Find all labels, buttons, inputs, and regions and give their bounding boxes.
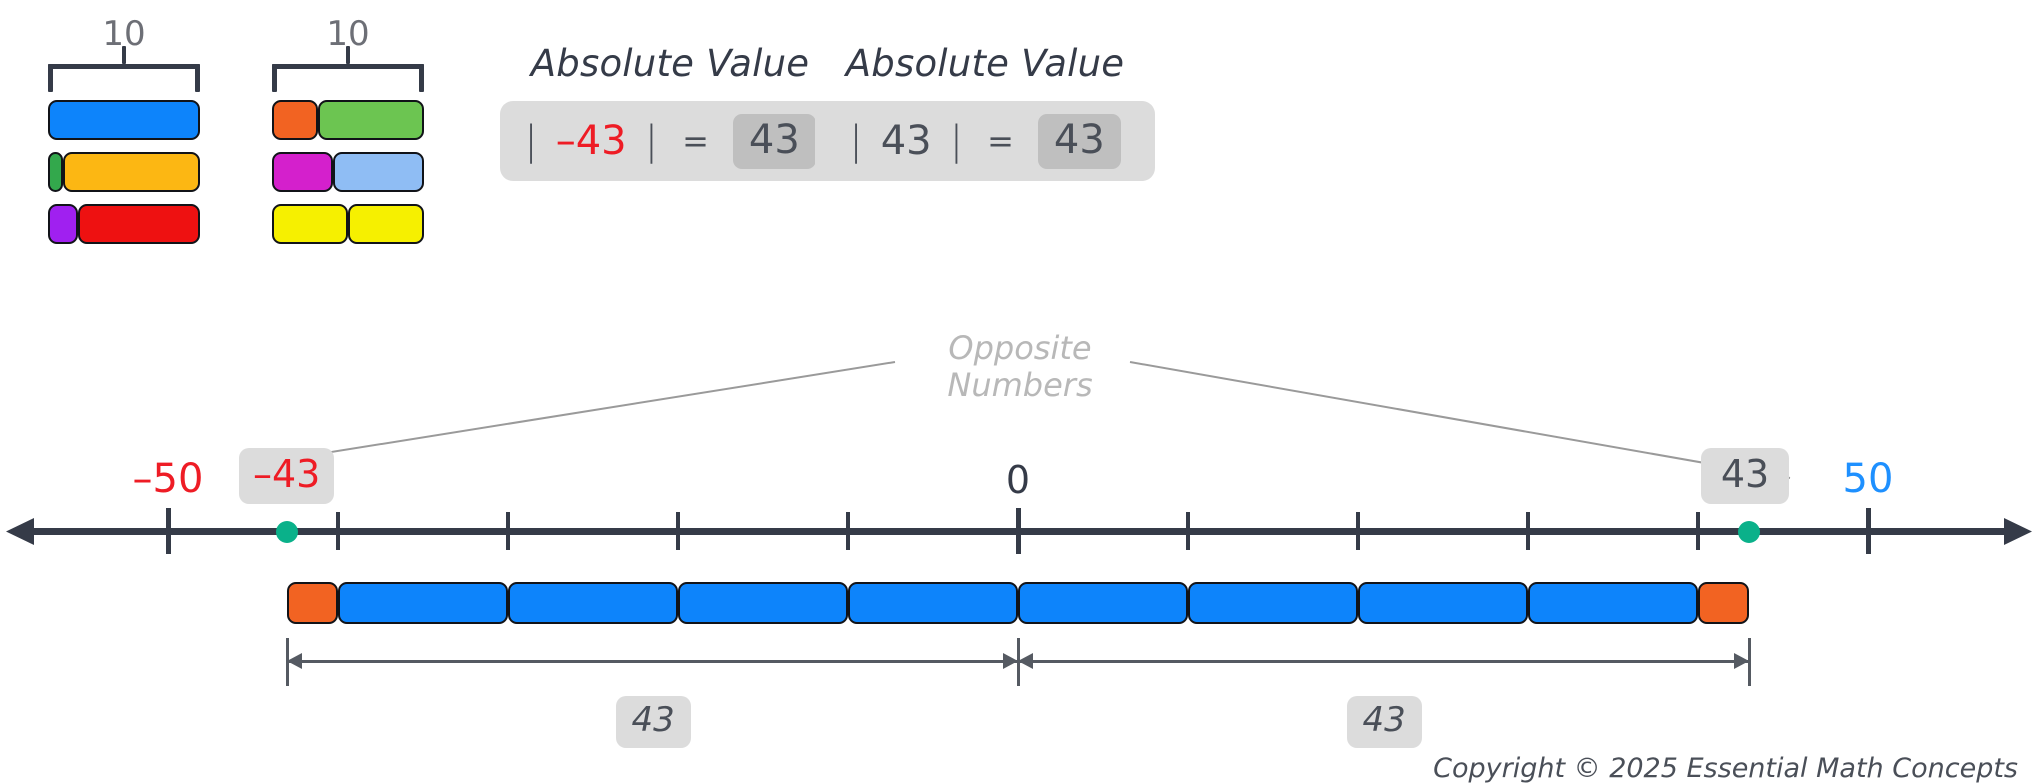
equals-sign: = bbox=[987, 122, 1014, 160]
absolute-value-card-positive: Absolute Value | 43 | = 43 bbox=[815, 42, 1155, 181]
number-line-min-label: –50 bbox=[132, 456, 204, 502]
bar-model-row bbox=[48, 152, 200, 192]
bar-model-row bbox=[48, 204, 200, 244]
brace-left-cap bbox=[272, 64, 277, 92]
absolute-value-operand: 43 bbox=[880, 118, 932, 164]
dimension-end-stem bbox=[1748, 638, 1751, 686]
bar-model-left: 10 bbox=[48, 14, 200, 244]
absolute-value-card-negative: Absolute Value | –43 | = 43 bbox=[500, 42, 840, 181]
brace-top bbox=[272, 64, 424, 69]
brace-stem bbox=[122, 46, 126, 64]
bar-model-right-brace bbox=[272, 46, 424, 92]
number-line-zero-label: 0 bbox=[1005, 458, 1031, 502]
bar-segment bbox=[272, 100, 318, 140]
brace-top bbox=[48, 64, 200, 69]
dimension-line bbox=[287, 660, 1018, 663]
dimension-arrow-right bbox=[1734, 653, 1749, 669]
absolute-value-left-bar: | bbox=[849, 118, 863, 164]
dimension-line bbox=[1018, 660, 1749, 663]
number-line-tick bbox=[1356, 512, 1360, 550]
bar-segment bbox=[78, 204, 200, 244]
absolute-value-title: Absolute Value bbox=[845, 42, 1125, 85]
bar-model-row bbox=[272, 152, 424, 192]
number-line-point-dot[interactable] bbox=[1738, 521, 1760, 543]
bar-segment bbox=[63, 152, 200, 192]
absolute-value-result: 43 bbox=[1037, 113, 1121, 169]
absolute-value-operand: –43 bbox=[555, 118, 627, 164]
number-line-tick bbox=[1696, 512, 1700, 550]
unit-strip-block bbox=[1698, 582, 1749, 624]
absolute-value-left-bar: | bbox=[524, 118, 538, 164]
bar-segment bbox=[348, 204, 424, 244]
unit-strip-block bbox=[1018, 582, 1188, 624]
absolute-value-expression: | 43 | = 43 bbox=[815, 101, 1155, 181]
bar-segment bbox=[272, 152, 333, 192]
number-line-tick bbox=[1526, 512, 1530, 550]
bar-segment bbox=[317, 100, 424, 140]
unit-strip-block bbox=[1358, 582, 1528, 624]
bar-segment bbox=[48, 152, 64, 192]
copyright-text: Copyright © 2025 Essential Math Concepts bbox=[1433, 753, 2018, 784]
footer: Copyright © 2025 Essential Math Concepts bbox=[0, 734, 2040, 784]
absolute-value-result: 43 bbox=[732, 113, 816, 169]
dimension-arrow-left bbox=[1018, 653, 1033, 669]
bar-model-left-brace bbox=[48, 46, 200, 92]
brace-stem bbox=[346, 46, 350, 64]
number-line-point-chip: –43 bbox=[239, 448, 335, 504]
number-line-tick bbox=[336, 512, 340, 550]
bar-model-row bbox=[48, 100, 200, 140]
absolute-value-right-bar: | bbox=[644, 118, 659, 164]
bar-segment bbox=[48, 100, 200, 140]
bar-segment bbox=[332, 152, 424, 192]
bar-model-row bbox=[272, 204, 424, 244]
number-line-point-chip: 43 bbox=[1701, 448, 1789, 504]
dimension-label: 43 bbox=[1346, 696, 1422, 748]
unit-strip-block bbox=[848, 582, 1018, 624]
bar-model-right: 10 bbox=[272, 14, 424, 244]
brace-right-cap bbox=[195, 64, 200, 92]
number-line-tick bbox=[166, 508, 171, 554]
absolute-value-right-bar: | bbox=[949, 118, 964, 164]
unit-strip-block bbox=[508, 582, 678, 624]
bar-segment bbox=[272, 204, 348, 244]
dimension-label: 43 bbox=[615, 696, 691, 748]
unit-strip-block bbox=[1188, 582, 1358, 624]
number-line-tick bbox=[506, 512, 510, 550]
equals-sign: = bbox=[682, 122, 709, 160]
number-line-point-dot[interactable] bbox=[276, 521, 298, 543]
number-line-tick bbox=[1186, 512, 1190, 550]
number-line-tick bbox=[1866, 508, 1871, 554]
unit-strip-block bbox=[678, 582, 848, 624]
opposite-numbers-label: Opposite Numbers bbox=[947, 329, 1093, 404]
absolute-value-title: Absolute Value bbox=[530, 42, 810, 85]
number-line-tick bbox=[846, 512, 850, 550]
dimension-arrow-left bbox=[287, 653, 302, 669]
unit-strip-block bbox=[338, 582, 508, 624]
number-line-max-label: 50 bbox=[1842, 456, 1894, 502]
brace-right-cap bbox=[419, 64, 424, 92]
unit-strip-block bbox=[287, 582, 338, 624]
brace-left-cap bbox=[48, 64, 53, 92]
unit-strip-block bbox=[1528, 582, 1698, 624]
bar-model-row bbox=[272, 100, 424, 140]
absolute-value-expression: | –43 | = 43 bbox=[500, 101, 840, 181]
dimension-arrow-right bbox=[1003, 653, 1018, 669]
number-line-tick bbox=[1016, 508, 1021, 554]
bar-segment bbox=[48, 204, 79, 244]
number-line-tick bbox=[676, 512, 680, 550]
